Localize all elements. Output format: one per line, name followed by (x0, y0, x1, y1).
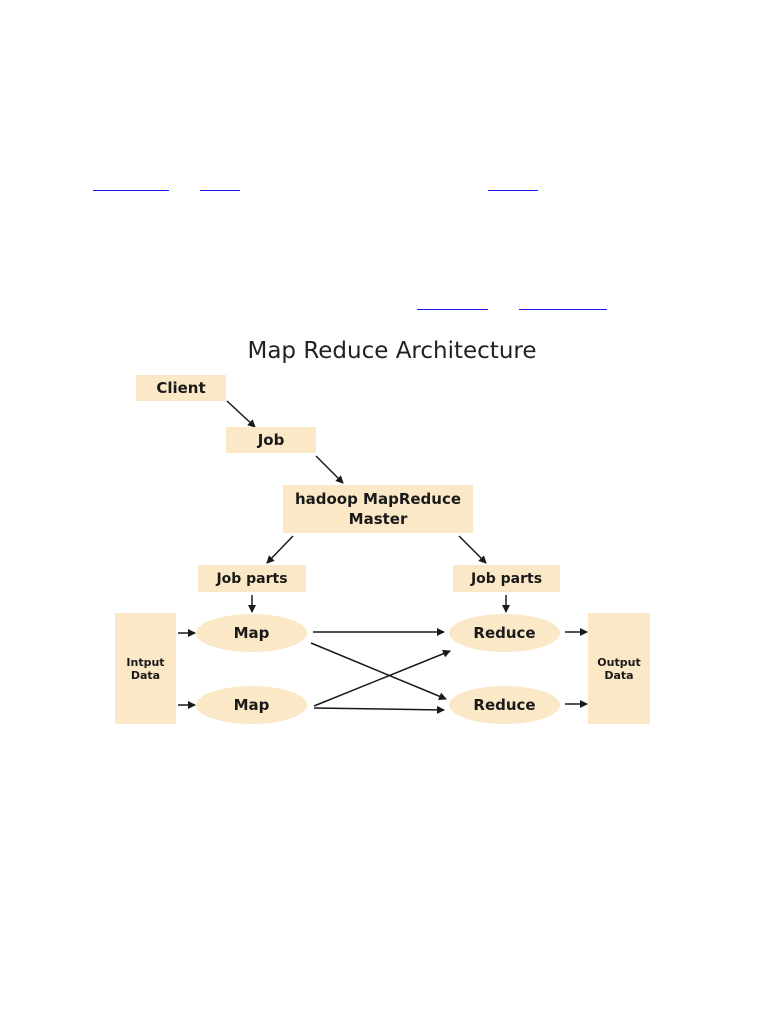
output-data-node: Output Data (588, 613, 650, 724)
arrow-job-to-master (315, 455, 344, 484)
arrow-client-to-job (226, 400, 256, 428)
job-parts-right-node: Job parts (453, 565, 560, 592)
reduce-bottom-node: Reduce (449, 686, 560, 724)
text-link-1[interactable] (93, 190, 169, 191)
reduce-top-node: Reduce (449, 614, 560, 652)
map-bottom-node: Map (196, 686, 307, 724)
arrow-map-bottom-to-reduce-top (313, 649, 451, 707)
text-link-4[interactable] (417, 309, 488, 310)
arrow-map-top-to-reduce-bottom (310, 642, 447, 701)
job-node: Job (226, 427, 316, 453)
text-link-3[interactable] (488, 190, 538, 191)
arrow-master-to-jobparts-left (266, 535, 294, 564)
arrow-map-bottom-to-reduce-bottom (313, 705, 445, 714)
diagram-title: Map Reduce Architecture (247, 338, 537, 364)
client-node: Client (136, 375, 226, 401)
mapreduce-master-node: hadoop MapReduce Master (283, 485, 473, 533)
input-data-node: Intput Data (115, 613, 176, 724)
map-top-node: Map (196, 614, 307, 652)
arrow-master-to-jobparts-right (458, 535, 487, 564)
job-parts-left-node: Job parts (198, 565, 306, 592)
text-link-2[interactable] (200, 190, 240, 191)
text-link-5[interactable] (519, 309, 607, 310)
